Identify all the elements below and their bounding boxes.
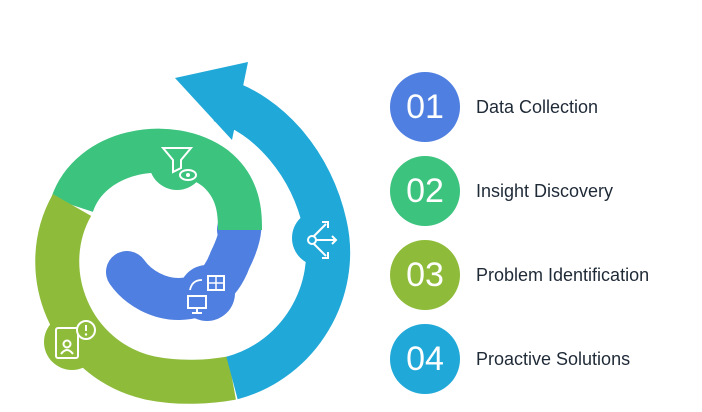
step-problem-identification: 03 Problem Identification [390,240,690,310]
step-label: Proactive Solutions [476,349,631,369]
step-insight-discovery: 02 Insight Discovery [390,156,690,226]
step-data-collection: 01 Data Collection [390,72,690,142]
data-transfer-icon [179,265,235,321]
cycle-diagram [35,62,351,404]
arc-problem-identification [35,194,236,404]
step-proactive-solutions: 04 Proactive Solutions [390,324,690,394]
step-number-badge: 04 [390,324,460,394]
alert-user-icon [44,314,100,370]
step-label: Insight Discovery [476,181,614,201]
step-label: Data Collection [476,97,599,117]
branching-arrows-icon [292,210,348,266]
step-number-badge: 02 [390,156,460,226]
step-label: Problem Identification [476,265,650,285]
step-number-badge: 01 [390,72,460,142]
filter-eye-icon [149,134,205,190]
step-number-badge: 03 [390,240,460,310]
arrow-head [175,62,248,140]
